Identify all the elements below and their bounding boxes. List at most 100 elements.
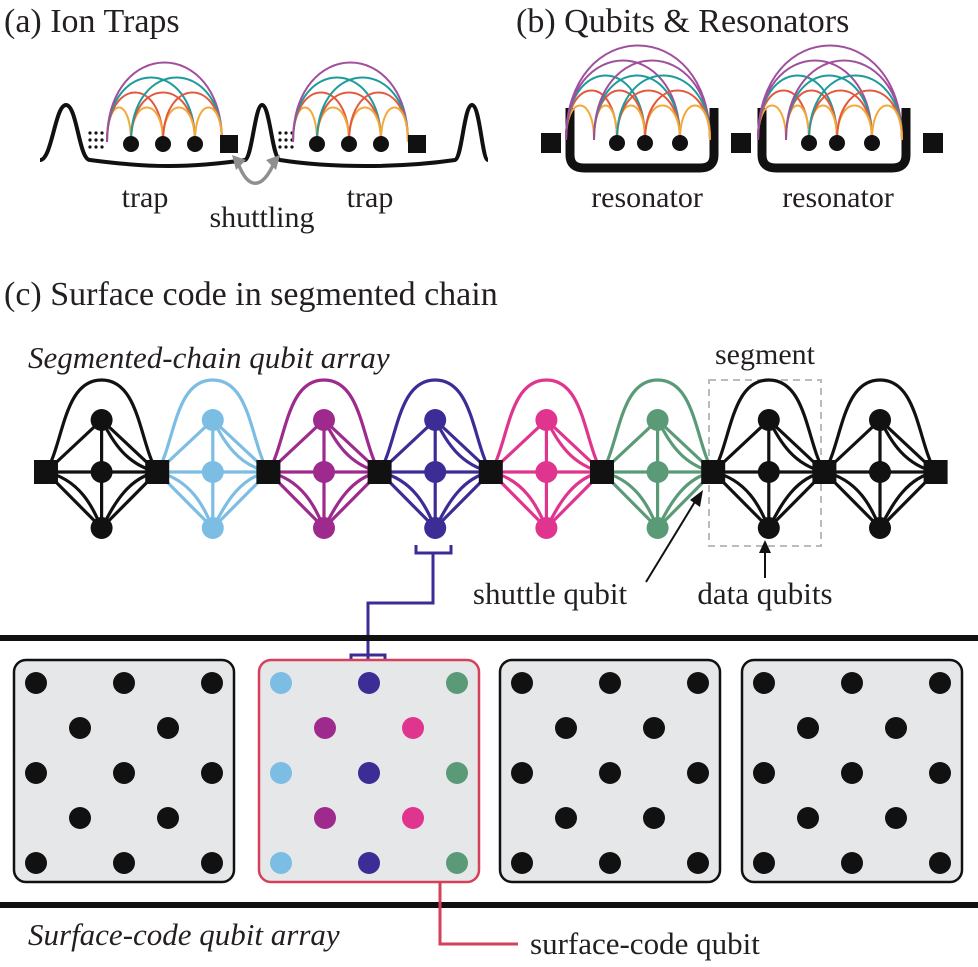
surface-code-qubit [113,852,135,874]
shuttle-qubit [590,460,614,484]
panel-b-qubits-resonators [541,44,943,173]
data-qubit [535,409,558,431]
surface-code-qubit [841,672,863,694]
data-qubit [757,461,780,483]
segment-outer-link [711,378,826,473]
ion-qubit [341,136,357,152]
surface-code-qubit [69,807,91,829]
surface-code-array-label: Surface-code qubit array [28,917,340,952]
reservoir-dot [290,145,294,149]
surface-code-qubit [25,762,47,784]
data-qubit [201,517,224,539]
data-qubit [201,409,224,431]
data-qubits-label: data qubits [697,576,832,611]
shuttle-qubit [923,460,948,484]
segment-outer-link [823,378,937,473]
surface-code-qubit [511,762,533,784]
data-qubit [90,409,113,431]
connector-line [366,553,435,663]
reservoir-dot [94,145,98,149]
surface-code-qubit [69,717,91,739]
surface-code-qubit [358,672,380,694]
transmon-qubit [637,135,653,151]
trap-label-left: trap [122,181,169,214]
panel-c-title: (c) Surface code in segmented chain [4,276,498,313]
surface-code-qubit [270,852,292,874]
data-qubit [535,517,558,539]
data-qubit [201,461,224,483]
segmented-chain-label: Segmented-chain qubit array [28,340,390,375]
coupling-arc [679,104,711,141]
resonator-bracket [565,108,719,173]
data-qubit [424,461,447,483]
coupling-arc [292,61,409,143]
shuttle-qubit [812,460,837,484]
surface-code-qubit [511,672,533,694]
segment-outer-link [600,378,715,473]
data-qubit [313,409,335,431]
shuttling-label: shuttling [209,201,314,234]
shuttle-qubit [367,460,392,484]
data-qubit [535,461,558,483]
segment-outer-link [489,378,604,473]
surface-code-qubit [599,672,621,694]
surface-code-qubit-pointer [438,882,518,946]
surface-code-qubit [314,807,336,829]
surface-code-qubit [555,717,577,739]
surface-code-qubit [157,717,179,739]
surface-code-qubit [555,807,577,829]
data-qubit [313,517,335,539]
ion-qubit [155,136,171,152]
ion-qubit [373,136,389,152]
shuttle-qubit-label: shuttle qubit [473,576,628,611]
data-qubit [90,517,113,539]
data-qubit [869,461,891,483]
surface-code-qubit [113,762,135,784]
surface-code-qubit [314,717,336,739]
coupling-arc [871,104,903,141]
arrowhead-icon [266,155,280,170]
transmon-qubit [609,135,625,151]
surface-code-qubit [113,672,135,694]
surface-code-qubit [157,807,179,829]
segment-outer-link [155,378,270,473]
panel-a-title: (a) Ion Traps [4,3,180,40]
resonator-label-right: resonator [782,181,894,214]
segment-outer-link [378,378,493,473]
surface-code-qubit [753,852,775,874]
data-qubit [313,461,335,483]
surface-code-qubit [25,672,47,694]
coupling-arc [380,106,409,143]
shuttle-qubit [145,460,170,484]
surface-code-qubit [929,852,951,874]
coupling-arc [785,59,903,141]
data-qubit [646,409,669,431]
surface-code-qubit [446,852,468,874]
reservoir-dot [94,131,98,135]
transmon-qubit [864,135,880,151]
data-qubit [869,517,891,539]
data-qubit [424,409,447,431]
arrowhead-icon [232,155,246,170]
shuttling-arrow [236,162,276,185]
coupling-arc [757,59,873,141]
trap-potential-curve [39,102,490,168]
coupling-arc [565,59,681,141]
data-qubit [424,517,447,539]
surface-code-qubit [929,672,951,694]
transmon-qubit [829,135,845,151]
coupling-arc [194,106,223,143]
surface-code-qubit [885,717,907,739]
coupling-arc [593,59,711,141]
shuttle-qubit-pointer [645,499,697,583]
surface-code-qubit [270,762,292,784]
surface-code-qubit [841,852,863,874]
shuttle-qubit [701,460,726,484]
reservoir-dot [284,138,288,142]
reservoir-dot [284,145,288,149]
surface-code-qubit [753,672,775,694]
data-qubit [90,461,113,483]
shuttle-ion [220,135,238,153]
surface-code-qubit [687,852,709,874]
